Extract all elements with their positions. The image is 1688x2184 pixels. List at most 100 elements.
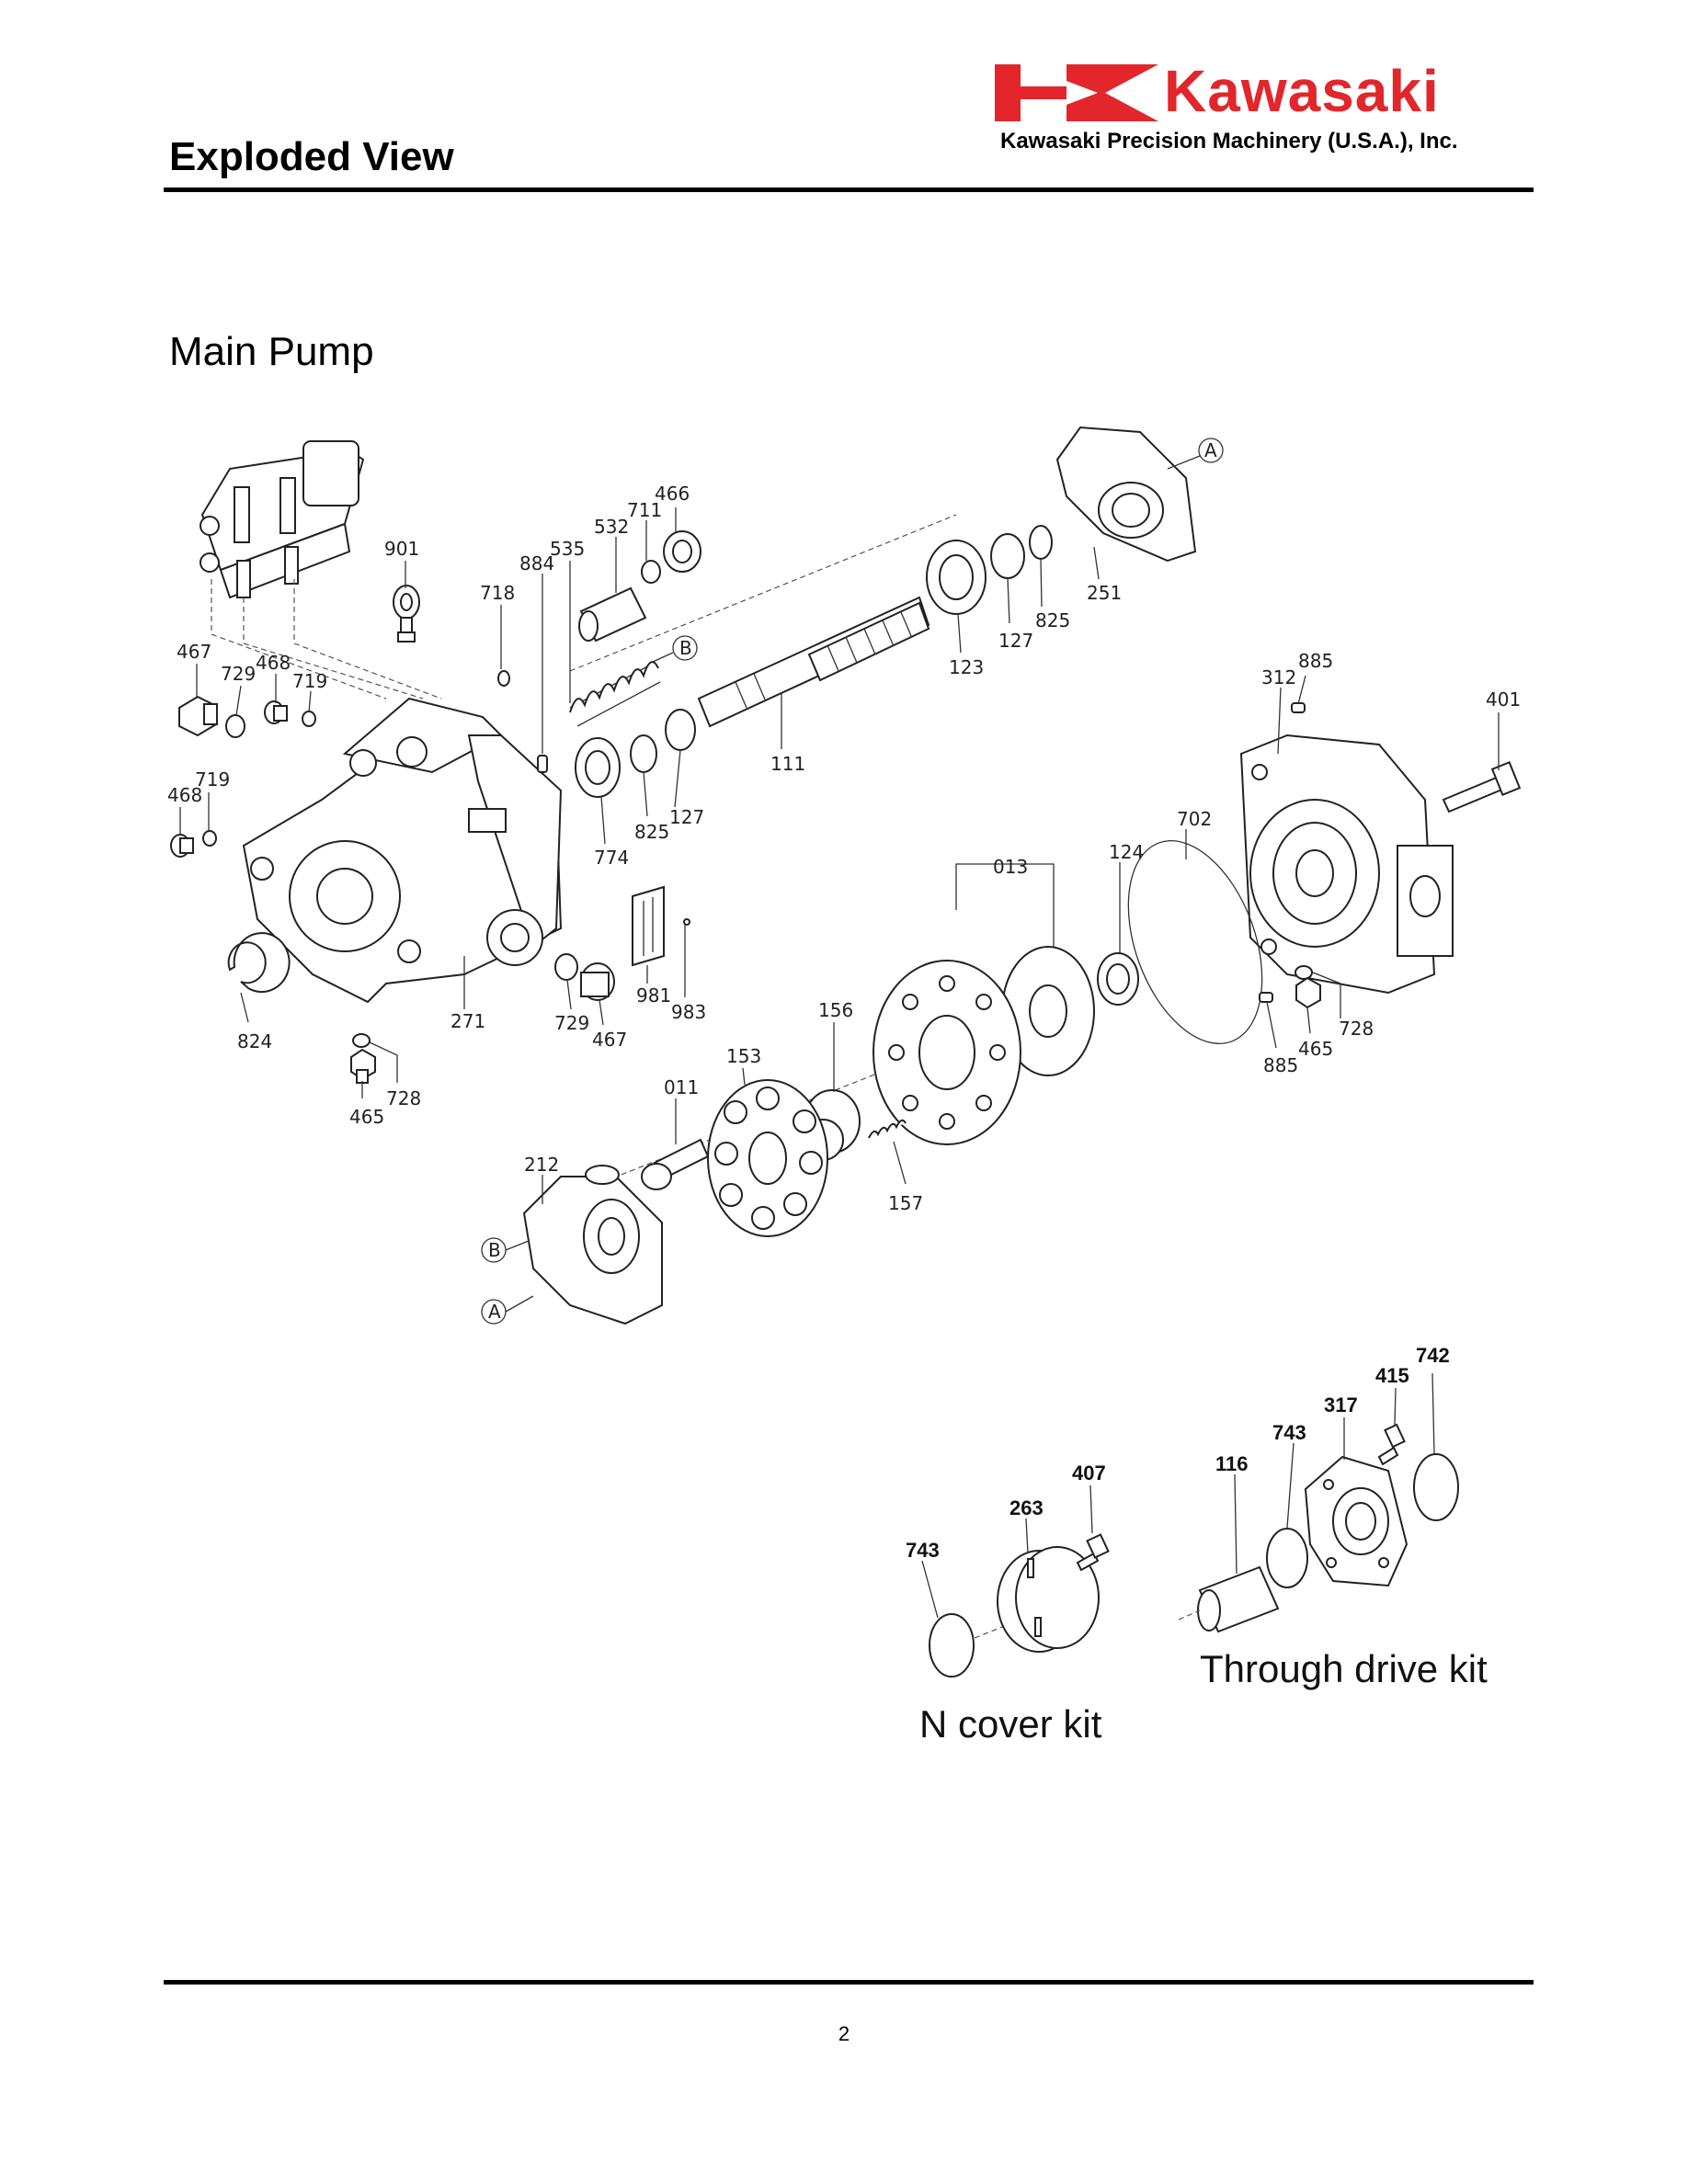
exploded-view-diagram: 901 718 884 535 532 711 466 467 729 468 … (167, 426, 1522, 1746)
label-467-left: 467 (177, 641, 211, 663)
label-251: 251 (1087, 582, 1122, 604)
label-ref-a-top: A (1204, 439, 1217, 461)
label-711: 711 (627, 499, 662, 521)
page-number: 2 (838, 2022, 850, 2045)
label-116: 116 (1215, 1452, 1249, 1475)
label-728-right: 728 (1339, 1018, 1374, 1040)
eye-bolt-901 (393, 585, 420, 643)
label-825-rear: 825 (1035, 609, 1070, 631)
through-drive-kit: 116 743 317 415 742 Through drive kit (1178, 1344, 1488, 1690)
label-011: 011 (664, 1076, 699, 1098)
adapter-317 (1304, 1455, 1409, 1587)
label-415: 415 (1375, 1364, 1409, 1387)
bolt-401 (1442, 761, 1522, 813)
bolt-407 (1076, 1533, 1110, 1572)
spring-157 (868, 1119, 907, 1139)
label-824: 824 (237, 1030, 272, 1052)
o-ring-729-right (554, 953, 578, 981)
n-cover-263 (997, 1546, 1100, 1653)
snap-ring-825-rear (1029, 525, 1053, 560)
o-ring-719-lower (202, 830, 217, 847)
label-407: 407 (1072, 1462, 1106, 1484)
label-465-right: 465 (1298, 1038, 1333, 1060)
o-ring-728-lower (352, 1033, 371, 1048)
label-156: 156 (818, 999, 853, 1021)
needle-bearing-124 (1097, 952, 1139, 1006)
o-ring-702 (1127, 840, 1263, 1044)
label-157: 157 (888, 1192, 923, 1214)
label-468-lower: 468 (167, 784, 202, 806)
n-cover-kit: 743 263 407 N cover kit (906, 1462, 1110, 1746)
label-743-ncover: 743 (906, 1539, 940, 1562)
label-ref-a-bottom: A (488, 1301, 501, 1323)
spring-seat-532 (578, 586, 647, 643)
spring-535 (569, 661, 661, 727)
oil-seal-774 (575, 737, 621, 798)
label-774: 774 (594, 847, 629, 869)
label-013: 013 (993, 856, 1028, 878)
valve-block-312 (1239, 734, 1454, 995)
plug-467-left (178, 695, 218, 737)
n-cover-kit-title: N cover kit (919, 1702, 1102, 1746)
label-111: 111 (770, 753, 805, 775)
pin-885-upper (1291, 702, 1306, 713)
spacer-127-front (665, 709, 696, 751)
bolt-415 (1377, 1423, 1406, 1466)
label-719-upper: 719 (292, 670, 327, 692)
label-153: 153 (726, 1045, 761, 1067)
label-467-right: 467 (592, 1029, 627, 1051)
o-ring-728-right (1295, 965, 1313, 980)
label-901: 901 (384, 538, 419, 560)
label-728-lower: 728 (386, 1087, 421, 1109)
pin-884 (537, 755, 548, 773)
piston-011 (641, 1138, 710, 1190)
o-ring-711 (641, 560, 661, 584)
name-plate-981 (632, 885, 665, 967)
swash-support-251 (1055, 426, 1197, 563)
label-468-upper: 468 (256, 652, 291, 674)
cylinder-block (873, 960, 1021, 1145)
o-ring-729-left (225, 714, 245, 738)
swash-plate-212 (522, 1165, 663, 1325)
logo-wordmark: Kawasaki (1164, 58, 1440, 124)
label-885-upper: 885 (1298, 650, 1333, 672)
label-535: 535 (550, 538, 585, 560)
label-127-front: 127 (669, 806, 704, 828)
label-983: 983 (671, 1001, 706, 1023)
drive-shaft-111 (697, 596, 930, 728)
label-263: 263 (1009, 1496, 1044, 1519)
pin-885-lower (1259, 992, 1273, 1003)
ref-circle-b-top (672, 635, 698, 661)
label-ref-b-top: B (679, 637, 692, 659)
label-312: 312 (1261, 666, 1296, 688)
plug-468-lower (170, 834, 194, 858)
regulator-assembly (200, 440, 365, 599)
valve-plate (1001, 946, 1095, 1076)
label-127-rear: 127 (998, 630, 1033, 652)
label-465-lower: 465 (349, 1106, 384, 1128)
label-212: 212 (524, 1154, 559, 1176)
section-title: Main Pump (169, 329, 374, 374)
header-rule (164, 188, 1534, 192)
footer-rule (164, 1980, 1534, 1985)
set-plate-153 (707, 1079, 828, 1237)
label-718: 718 (480, 582, 515, 604)
plug-468-upper (264, 700, 288, 724)
label-884: 884 (519, 552, 554, 574)
plug-465-right (1295, 976, 1321, 1009)
through-drive-kit-title: Through drive kit (1200, 1647, 1488, 1690)
label-124: 124 (1109, 841, 1144, 863)
page-title: Exploded View (169, 134, 454, 179)
kawasaki-logo: Kawasaki Kawasaki Precision Machinery (U… (995, 57, 1510, 158)
label-532: 532 (594, 516, 629, 538)
kawasaki-logo-mark-icon (995, 64, 1158, 121)
logo-subtitle: Kawasaki Precision Machinery (U.S.A.), I… (1000, 129, 1458, 154)
label-466: 466 (655, 483, 690, 505)
snap-ring-825-front (630, 734, 657, 773)
label-885-lower: 885 (1263, 1054, 1298, 1076)
label-271: 271 (451, 1010, 485, 1032)
label-317: 317 (1324, 1393, 1358, 1416)
o-ring-718 (497, 670, 510, 687)
label-981: 981 (636, 984, 671, 1007)
pin-983 (683, 918, 690, 926)
